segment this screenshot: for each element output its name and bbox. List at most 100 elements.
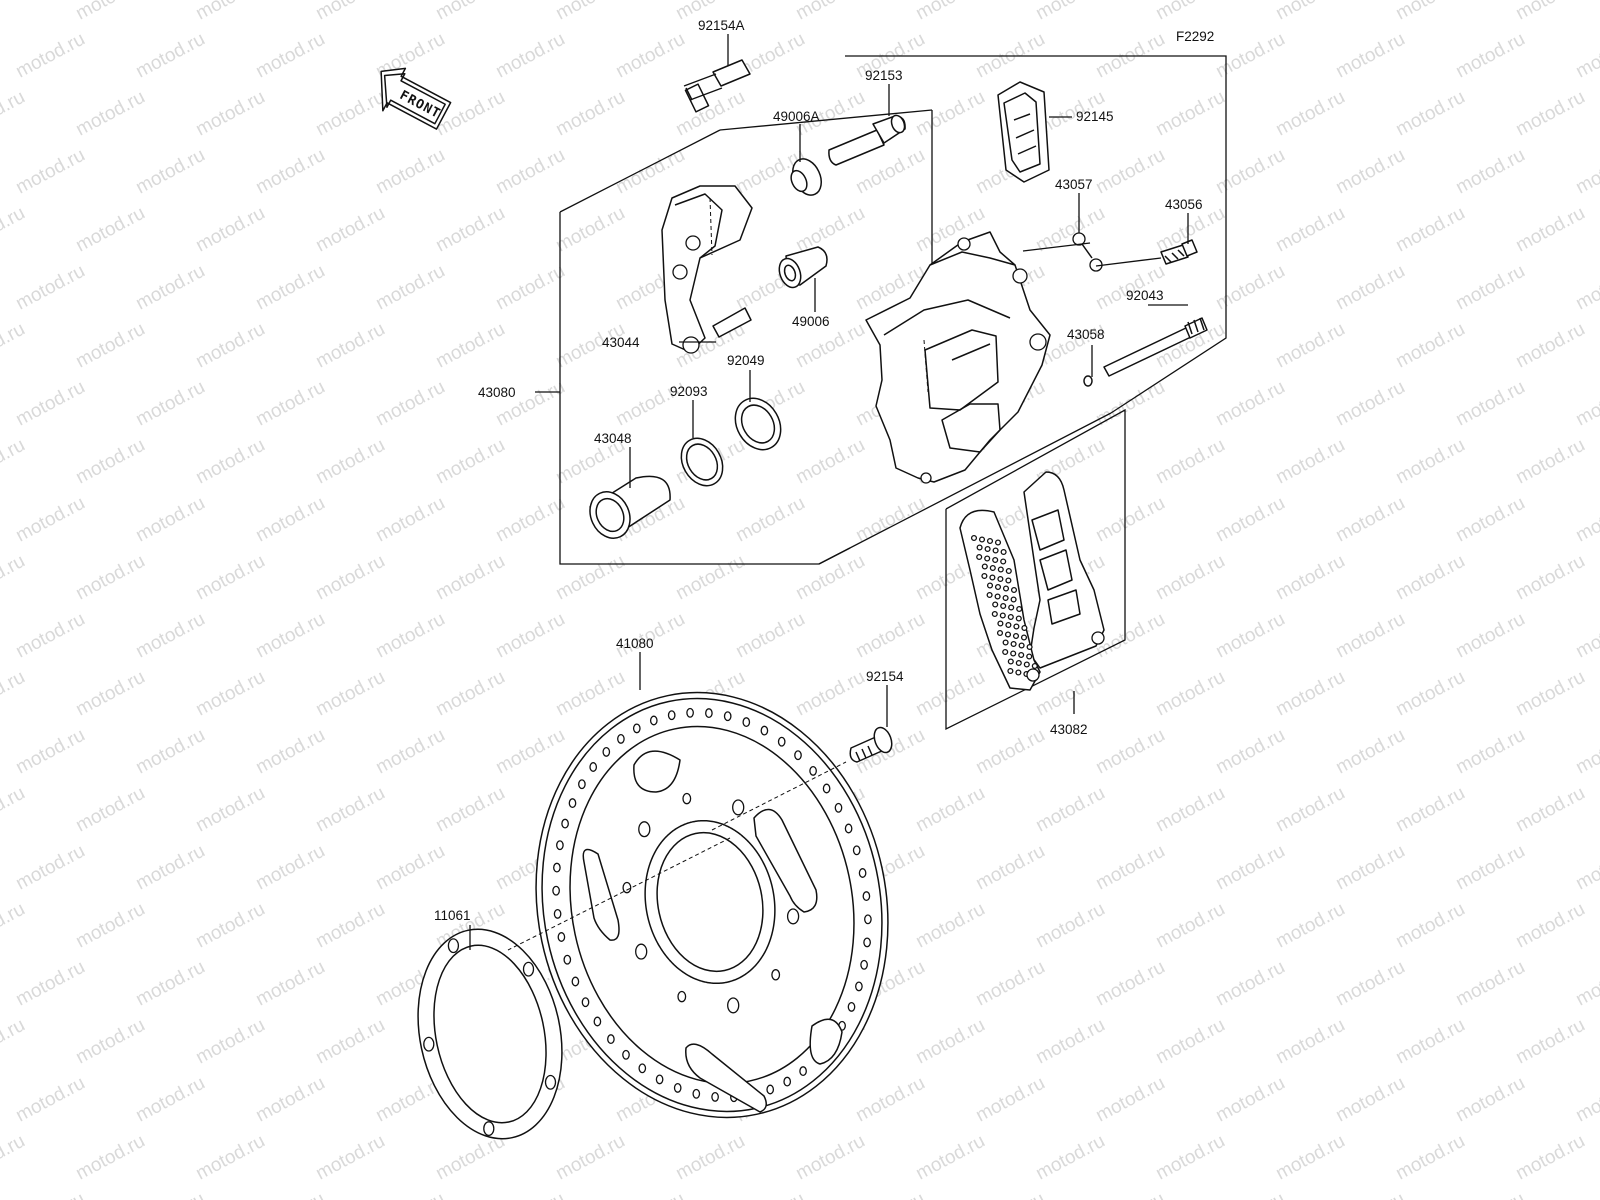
pad-dot [986, 591, 993, 599]
watermark-text: motod.ru [552, 87, 628, 141]
watermark-text: motod.ru [1512, 319, 1588, 373]
watermark-text: motod.ru [72, 1015, 148, 1069]
part-label-43044: 43044 [602, 335, 640, 350]
watermark-text: motod.ru [252, 29, 328, 83]
pad-dot [1023, 661, 1030, 668]
pin-92043 [1103, 317, 1208, 377]
watermark-text: motod.ru [732, 609, 808, 663]
watermark-text: motod.ru [0, 667, 29, 721]
pad-dot [1002, 594, 1009, 602]
watermark-text: motod.ru [0, 1131, 29, 1185]
watermark-text: motod.ru [1332, 377, 1408, 431]
watermark-text: motod.ru [72, 203, 148, 257]
disc-hole [568, 798, 577, 809]
watermark-text: motod.ru [1212, 609, 1288, 663]
watermark-text: motod.ru [492, 29, 568, 83]
watermark-text: motod.ru [372, 725, 448, 779]
pad-dot [997, 575, 1004, 583]
watermark-text: motod.ru [132, 493, 208, 547]
watermark-text: motod.ru [792, 0, 868, 24]
watermark-text: motod.ru [1272, 667, 1348, 721]
part-label-43057: 43057 [1055, 177, 1093, 192]
watermark-text: motod.ru [312, 667, 388, 721]
watermark-text: motod.ru [252, 1189, 328, 1200]
pad-dot [1010, 640, 1017, 648]
watermark-text: motod.ru [1392, 667, 1468, 721]
watermark-text: motod.ru [192, 203, 268, 257]
watermark-text: motod.ru [132, 957, 208, 1011]
watermark-text: motod.ru [1152, 667, 1228, 721]
watermark-text: motod.ru [912, 1131, 988, 1185]
watermark-text: motod.ru [312, 319, 388, 373]
watermark-text: motod.ru [1452, 725, 1528, 779]
watermark-text: motod.ru [0, 319, 29, 373]
watermark-text: motod.ru [1272, 1131, 1348, 1185]
pad-dot [1026, 653, 1033, 660]
watermark-text: motod.ru [492, 1189, 568, 1200]
watermark-text: motod.ru [1572, 841, 1600, 895]
disc-hole [667, 710, 676, 721]
part-label-92049: 92049 [727, 353, 765, 368]
disc-hole [794, 750, 802, 761]
watermark-text: motod.ru [1572, 29, 1600, 83]
pad-dot [986, 537, 994, 545]
watermark-text: motod.ru [12, 957, 88, 1011]
watermark-text: motod.ru [552, 551, 628, 605]
watermark-text: motod.ru [72, 1131, 148, 1185]
watermark-text: motod.ru [432, 783, 508, 837]
watermark-text: motod.ru [372, 841, 448, 895]
pad-dot [997, 620, 1004, 627]
watermark-text: motod.ru [192, 87, 268, 141]
watermark-text: motod.ru [1572, 493, 1600, 547]
watermark-text: motod.ru [72, 87, 148, 141]
watermark-text: motod.ru [1452, 841, 1528, 895]
watermark-text: motod.ru [1212, 841, 1288, 895]
boot-49006A [790, 158, 823, 196]
disc-hole [581, 997, 590, 1008]
watermark-text: motod.ru [132, 1073, 208, 1127]
watermark-text: motod.ru [672, 551, 748, 605]
part-label-92154A: 92154A [698, 18, 745, 33]
pad-dot [1016, 605, 1023, 613]
watermark-text: motod.ru [1152, 1015, 1228, 1069]
disc-hole [602, 746, 611, 757]
pad-dot [1010, 650, 1017, 657]
watermark-text: motod.ru [312, 0, 388, 24]
pad-dot [1026, 643, 1033, 651]
watermark-text: motod.ru [1272, 899, 1348, 953]
watermark-text: motod.ru [1092, 957, 1168, 1011]
watermark-text: motod.ru [72, 667, 148, 721]
watermark-text: motod.ru [1392, 551, 1468, 605]
watermark-text: motod.ru [912, 899, 988, 953]
watermark-text: motod.ru [1212, 261, 1288, 315]
bracket-43044 [661, 185, 753, 354]
watermark-text: motod.ru [1272, 319, 1348, 373]
pad-dot [1031, 662, 1038, 670]
watermark-text: motod.ru [852, 1189, 928, 1200]
pad-dot [984, 545, 991, 553]
watermark-text: motod.ru [1212, 1189, 1288, 1200]
watermark-text: motod.ru [132, 377, 208, 431]
disc-hole [863, 937, 871, 948]
pad-dot [1008, 604, 1015, 611]
watermark-text: motod.ru [12, 493, 88, 547]
watermark-text: motod.ru [972, 841, 1048, 895]
disc-mount-hole [622, 881, 632, 894]
pad-dot [976, 544, 983, 551]
watermark-text: motod.ru [132, 29, 208, 83]
watermark-text: motod.ru [1212, 1073, 1288, 1127]
watermark-text: motod.ru [612, 1189, 688, 1200]
part-label-43082: 43082 [1050, 722, 1088, 737]
watermark-text: motod.ru [12, 841, 88, 895]
watermark-text: motod.ru [312, 203, 388, 257]
watermark-text: motod.ru [852, 609, 928, 663]
watermark-text: motod.ru [732, 493, 808, 547]
watermark-text: motod.ru [1572, 145, 1600, 199]
part-label-92145: 92145 [1076, 109, 1114, 124]
watermark-text: motod.ru [1332, 145, 1408, 199]
watermark-text: motod.ru [912, 87, 988, 141]
watermark-text: motod.ru [192, 319, 268, 373]
watermark-text: motod.ru [1572, 377, 1600, 431]
disc-hole [607, 1034, 615, 1045]
watermark-text: motod.ru [252, 1073, 328, 1127]
